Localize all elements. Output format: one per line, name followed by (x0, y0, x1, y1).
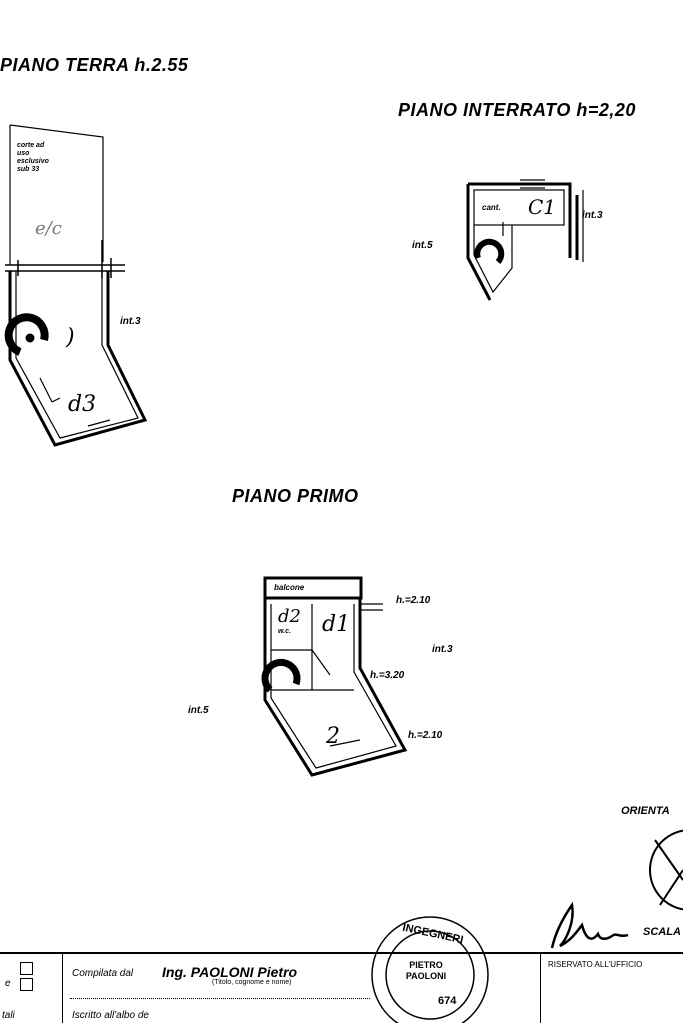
stamp-number: 674 (438, 995, 457, 1007)
first-height-top: h.=2.10 (396, 595, 431, 606)
basement-walls (466, 182, 579, 301)
office-reserved-label: RISERVATO ALL'UFFICIO (548, 960, 643, 969)
footer-left-edge-2: tali (2, 1010, 15, 1021)
compiled-dotted-rule (70, 998, 370, 999)
ground-room-code: d3 (68, 392, 97, 417)
compiled-by-label: Compilata dal (72, 968, 134, 979)
ground-room-mark: ) (66, 325, 75, 350)
basement-spiral-stair (474, 238, 505, 265)
cellar-label: cant. (482, 203, 501, 212)
compiled-by-value: Ing. PAOLONI Pietro (162, 964, 298, 980)
courtyard-note: corte ad uso esclusivo sub 33 (17, 142, 49, 173)
engineer-stamp-icon (371, 916, 489, 1023)
orientation-label: ORIENTA (621, 805, 670, 817)
balcony-label: balcone (274, 583, 305, 592)
signature-icon (550, 901, 629, 949)
first-height-bottom: h.=2.10 (408, 730, 443, 741)
checkbox-2[interactable] (20, 978, 33, 991)
stamp-center-text: PIETRO PAOLONI (405, 960, 447, 981)
ground-spiral-stair (4, 313, 49, 356)
basement-neighbor-left: int.5 (412, 240, 433, 251)
registered-label: Iscritto all'albo de (72, 1010, 149, 1021)
first-spiral-stair (261, 658, 301, 693)
footer-form: e tali Compilata dal Ing. PAOLONI Pietro… (0, 952, 683, 1023)
first-height-mid: h.=3.20 (370, 670, 405, 681)
checkbox-1[interactable] (20, 962, 33, 975)
basement-neighbor-right: int.3 (582, 210, 603, 221)
footer-left-edge-1: e (5, 978, 11, 989)
footer-divider-right (540, 952, 541, 1023)
compiled-by-hint: (Titolo, cognome e nome) (212, 979, 292, 986)
ground-floor-title: PIANO TERRA h.2.55 (0, 55, 189, 75)
first-neighbor-left: int.5 (188, 705, 209, 716)
cellar-code: C1 (528, 195, 557, 219)
first-floor-title: PIANO PRIMO (232, 486, 359, 506)
ground-wall-band (5, 240, 125, 278)
wc-label: w.c. (278, 628, 291, 635)
ground-neighbor-label: int.3 (120, 316, 141, 327)
ground-apartment-walls (8, 271, 148, 447)
compass-icon (649, 829, 683, 911)
scale-label: SCALA (643, 926, 681, 938)
first-neighbor-right: int.3 (432, 644, 453, 655)
ground-courtyard-outline (9, 124, 104, 265)
courtyard-mark: e/c (35, 218, 62, 239)
basement-title: PIANO INTERRATO h=2,20 (398, 100, 636, 120)
wc-code: d2 (278, 606, 301, 627)
footer-top-rule (0, 952, 683, 954)
footer-divider-left (62, 952, 63, 1023)
first-room2-code: 2 (326, 724, 340, 749)
first-room1-code: d1 (322, 612, 351, 637)
